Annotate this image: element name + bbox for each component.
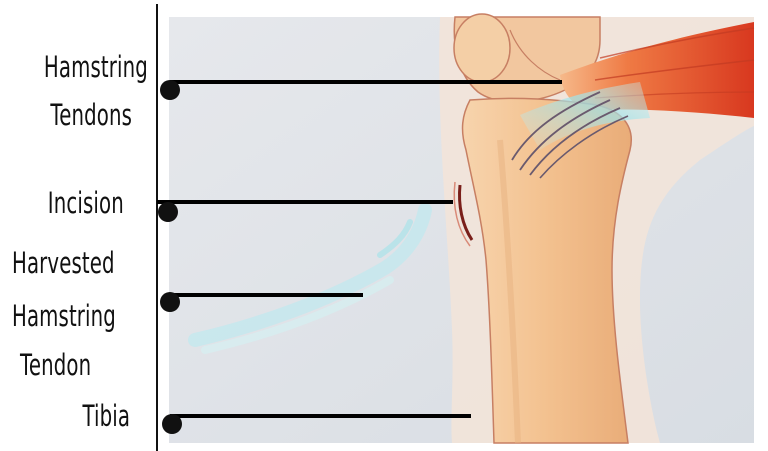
leader-dot-incision xyxy=(158,202,178,222)
leader-dot-harvested-tendon xyxy=(160,292,180,312)
label-harvested-tendon-line3: Tendon xyxy=(20,346,91,385)
label-tibia: Tibia xyxy=(82,397,130,436)
label-incision: Incision xyxy=(48,184,124,223)
leader-dot-hamstring-tendons xyxy=(160,80,180,100)
label-hamstring-tendons-line1: Hamstring xyxy=(44,48,148,87)
leader-dot-tibia xyxy=(162,414,182,434)
label-harvested-tendon-line2: Hamstring xyxy=(12,297,116,336)
patella xyxy=(454,14,510,82)
label-harvested-tendon-line1: Harvested xyxy=(12,244,115,283)
label-hamstring-tendons-line2: Tendons xyxy=(50,96,132,135)
